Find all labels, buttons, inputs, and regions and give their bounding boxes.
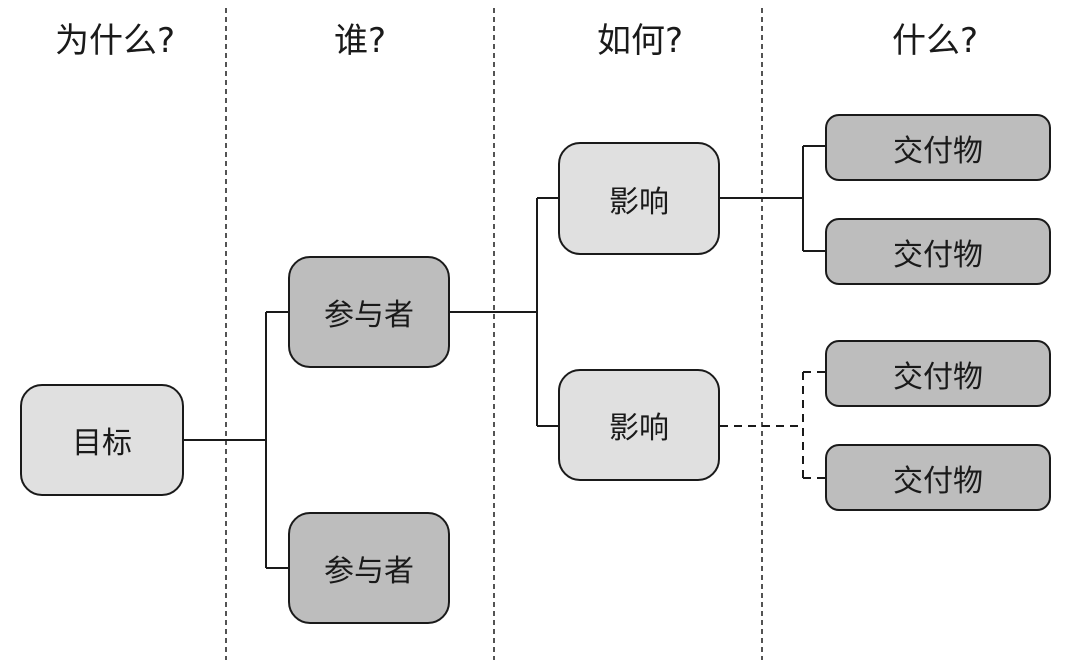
node-impact-2[interactable]: 影响: [558, 369, 720, 481]
node-deliverable-2[interactable]: 交付物: [825, 218, 1051, 285]
node-deliverable-1[interactable]: 交付物: [825, 114, 1051, 181]
node-deliverable-4[interactable]: 交付物: [825, 444, 1051, 511]
header-what: 什么?: [891, 21, 979, 61]
connector-impact1-deliverables: [720, 145, 825, 252]
connector-impact2-deliverables: [720, 371, 825, 479]
node-actor-2[interactable]: 参与者: [288, 512, 450, 624]
node-deliverable-3[interactable]: 交付物: [825, 340, 1051, 407]
header-who: 谁?: [333, 21, 387, 61]
node-impact-1[interactable]: 影响: [558, 142, 720, 255]
connector-actor-impacts: [450, 197, 558, 427]
connector-goal-actors: [183, 311, 288, 569]
node-actor-1[interactable]: 参与者: [288, 256, 450, 368]
node-goal[interactable]: 目标: [20, 384, 184, 496]
header-why: 为什么?: [54, 21, 176, 61]
header-how: 如何?: [596, 21, 684, 61]
